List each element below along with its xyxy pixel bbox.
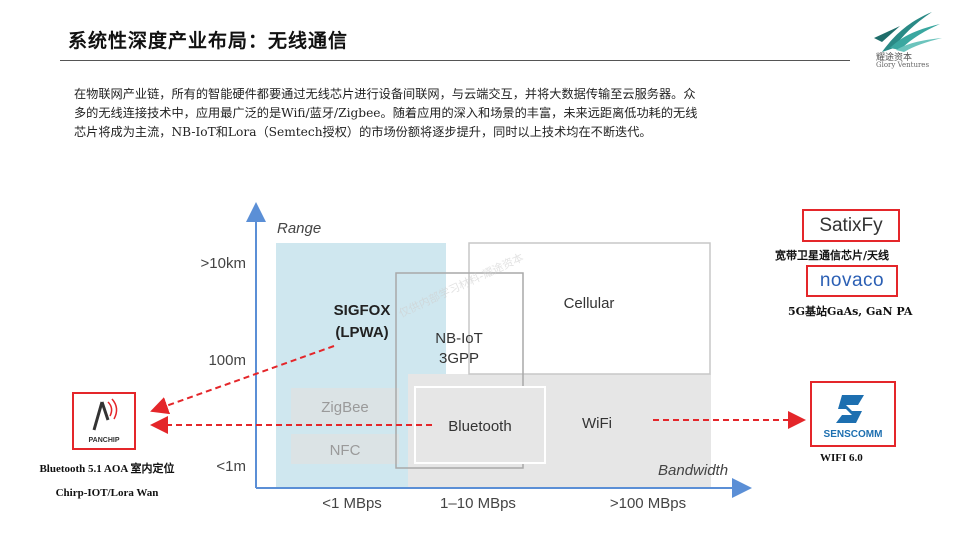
satixfy-wordmark: SatixFy [819, 215, 883, 236]
cellular-region [468, 242, 711, 375]
panchip-caption-1: Bluetooth 5.1 AOA 室内定位 [39, 463, 175, 475]
bluetooth-label: Bluetooth [448, 418, 511, 435]
nfc-region [291, 434, 399, 464]
page-title: 系统性深度产业布局：无线通信 [68, 30, 349, 52]
satixfy-caption: 宽带卫星通信芯片/天线 [775, 249, 890, 262]
y-tick-label: 100m [208, 352, 246, 369]
zigbee-label: ZigBee [321, 399, 369, 416]
intro-paragraph: 在物联网产业链，所有的智能硬件都要通过无线芯片进行设备间联网，与云端交互，并将大… [74, 85, 904, 142]
nbiot-label: NB-IoT [435, 330, 483, 347]
glory-ventures-logo [874, 12, 942, 52]
intro-line: 在物联网产业链，所有的智能硬件都要通过无线芯片进行设备间联网，与云端交互，并将大… [74, 87, 696, 101]
sigfox-label: SIGFOX [334, 302, 391, 319]
nbiot-region [395, 272, 524, 469]
novaco-logo-box: novaco [806, 265, 898, 297]
nbiot-sublabel: 3GPP [439, 350, 479, 367]
novaco-caption: 5G基站GaAs, GaN PA [788, 305, 913, 318]
logo-text-en: Glory Ventures [876, 61, 930, 69]
panchip-logo-box: PANCHIP [72, 392, 136, 450]
title-divider [60, 60, 850, 61]
senscomm-logo-box: SENSCOMM [810, 381, 896, 447]
panchip-icon: PANCHIP [89, 398, 120, 444]
sigfox-to-panchip-arrow [150, 345, 335, 415]
nfc-label: NFC [330, 442, 361, 459]
x-axis-label: Bandwidth [658, 462, 728, 479]
panchip-wordmark: PANCHIP [89, 437, 120, 444]
senscomm-caption: WIFI 6.0 [820, 452, 863, 464]
bluetooth-region [414, 386, 546, 464]
intro-line: 多的无线连接技术中，应用最广泛的是Wifi/蓝牙/Zigbee。随着应用的深入和… [74, 106, 698, 120]
zigbee-region [291, 388, 399, 426]
x-tick-label: <1 MBps [322, 495, 382, 512]
wifi-label: WiFi [582, 415, 612, 432]
satixfy-logo-box: SatixFy [802, 209, 900, 242]
intro-line: 芯片将成为主流，NB-IoT和Lora（Semtech授权）的市场份额将逐步提升… [74, 125, 652, 139]
senscomm-wordmark: SENSCOMM [824, 429, 883, 440]
y-axis-label: Range [277, 220, 321, 237]
logo-text-cn: 耀途资本 [876, 53, 913, 63]
y-tick-label: <1m [216, 458, 246, 475]
y-tick-label: >10km [201, 255, 246, 272]
novaco-wordmark: novaco [819, 270, 885, 291]
cellular-label: Cellular [564, 295, 615, 312]
x-tick-label: >100 MBps [610, 495, 686, 512]
x-tick-label: 1–10 MBps [440, 495, 516, 512]
sigfox-sublabel: (LPWA) [335, 324, 388, 341]
panchip-caption-2: Chirp-IOT/Lora Wan [55, 487, 159, 499]
senscomm-icon: SENSCOMM [824, 395, 883, 440]
